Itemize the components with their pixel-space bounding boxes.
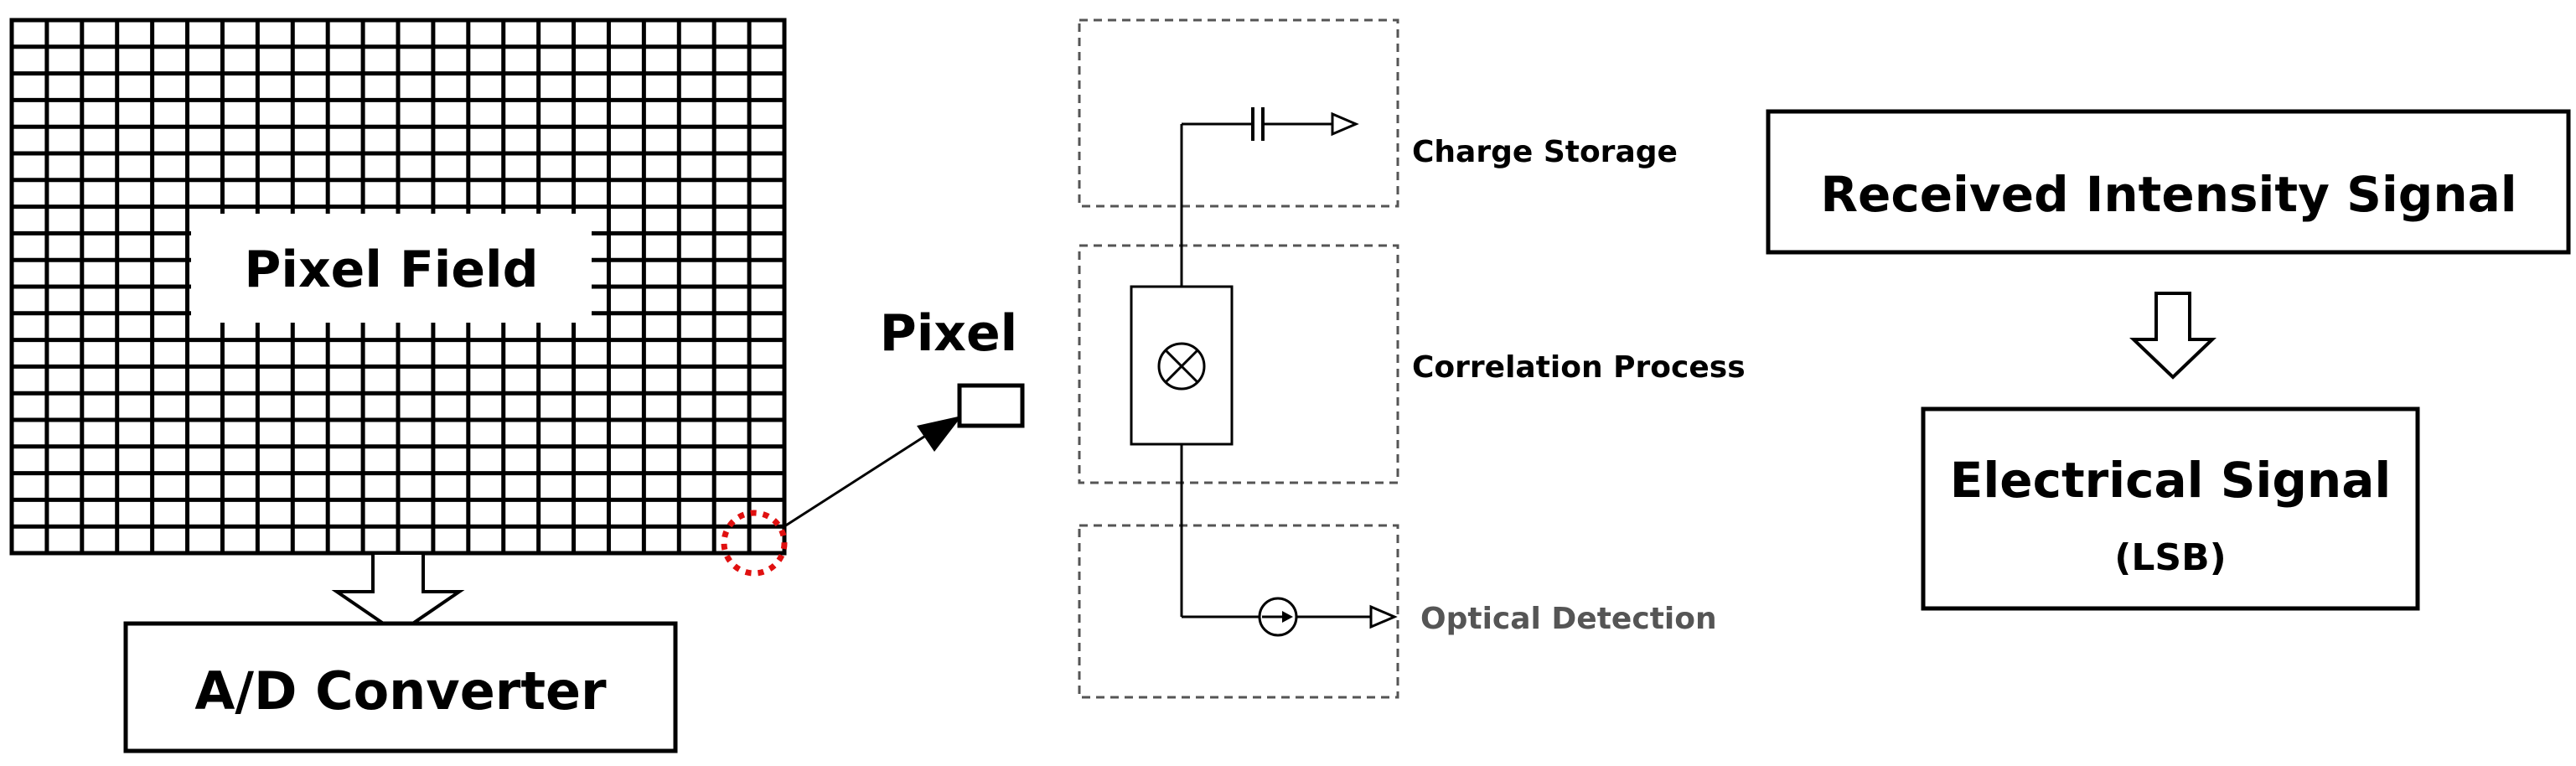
charge-storage-label: Charge Storage <box>1412 135 1678 169</box>
pixel-field-label-box <box>191 214 592 323</box>
pixel-zoom-connector <box>781 426 939 530</box>
grid-to-adc-arrow <box>331 551 465 636</box>
correlation-process-region <box>1078 244 1399 484</box>
correlation-process-label: Correlation Process <box>1412 350 1746 385</box>
electrical-signal-sublabel: (LSB) <box>2114 536 2226 579</box>
photodetector-icon-arrow <box>1282 611 1293 623</box>
pixel-zoom-arrowhead <box>917 416 962 452</box>
pixel-box <box>957 383 1025 428</box>
multiplier-icon-cross-b <box>1164 349 1199 384</box>
pixel-label: Pixel <box>880 304 1018 363</box>
pixel-field-label: Pixel Field <box>244 241 538 299</box>
received-to-electrical-arrow <box>2129 292 2216 380</box>
optical-detection-label: Optical Detection <box>1420 602 1717 636</box>
electrical-signal-box <box>1921 406 2420 611</box>
selected-pixel-highlight <box>721 510 788 577</box>
pixel-field-grid <box>9 18 787 556</box>
optical-detection-region <box>1078 524 1399 699</box>
ad-converter-box <box>123 621 678 753</box>
received-signal-box <box>1766 109 2571 255</box>
received-signal-label: Received Intensity Signal <box>1820 166 2517 223</box>
detector-output-arrowhead <box>1369 604 1398 629</box>
charge-storage-region <box>1078 18 1399 208</box>
capacitor-output-arrowhead <box>1331 111 1359 137</box>
ad-converter-label: A/D Converter <box>194 660 607 722</box>
electrical-signal-label: Electrical Signal <box>1950 452 2392 509</box>
